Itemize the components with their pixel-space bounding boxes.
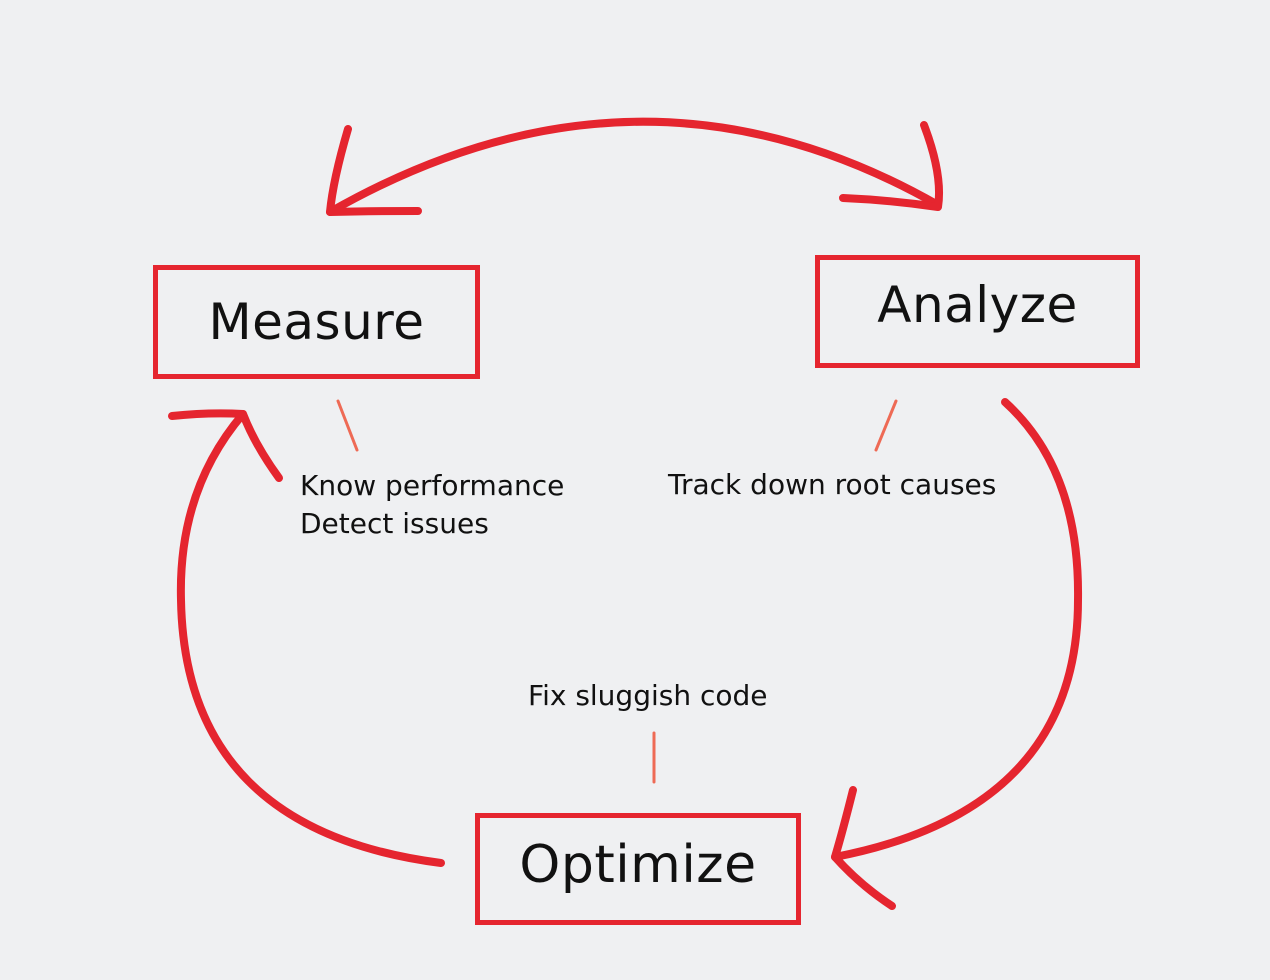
measure-note-line: Detect issues — [300, 507, 489, 540]
optimize-box: Optimize — [475, 813, 801, 925]
top-arc-right-arrowhead — [839, 121, 944, 211]
right-arc-arrowhead — [831, 786, 896, 910]
measure-label: Measure — [208, 293, 425, 351]
right-arc-arrow — [831, 398, 1083, 861]
measure-box: Measure — [153, 265, 480, 379]
analyze-box: Analyze — [815, 255, 1140, 368]
measure-note-line: Know performance — [300, 469, 565, 502]
optimize-note-line: Fix sluggish code — [528, 679, 768, 712]
analyze-label: Analyze — [877, 275, 1078, 334]
analyze-connector — [874, 399, 898, 452]
optimize-label: Optimize — [519, 835, 757, 895]
left-arc-arrow — [176, 410, 445, 867]
optimize-note: Fix sluggish code — [528, 677, 768, 715]
measure-connector — [336, 399, 359, 452]
top-arc-arrow — [326, 117, 942, 216]
top-arc-left-arrowhead — [326, 125, 422, 216]
measure-note: Know performance Detect issues — [300, 467, 564, 543]
analyze-note: Track down root causes — [668, 466, 996, 504]
left-arc-arrowhead — [168, 409, 283, 482]
analyze-note-line: Track down root causes — [668, 468, 997, 501]
